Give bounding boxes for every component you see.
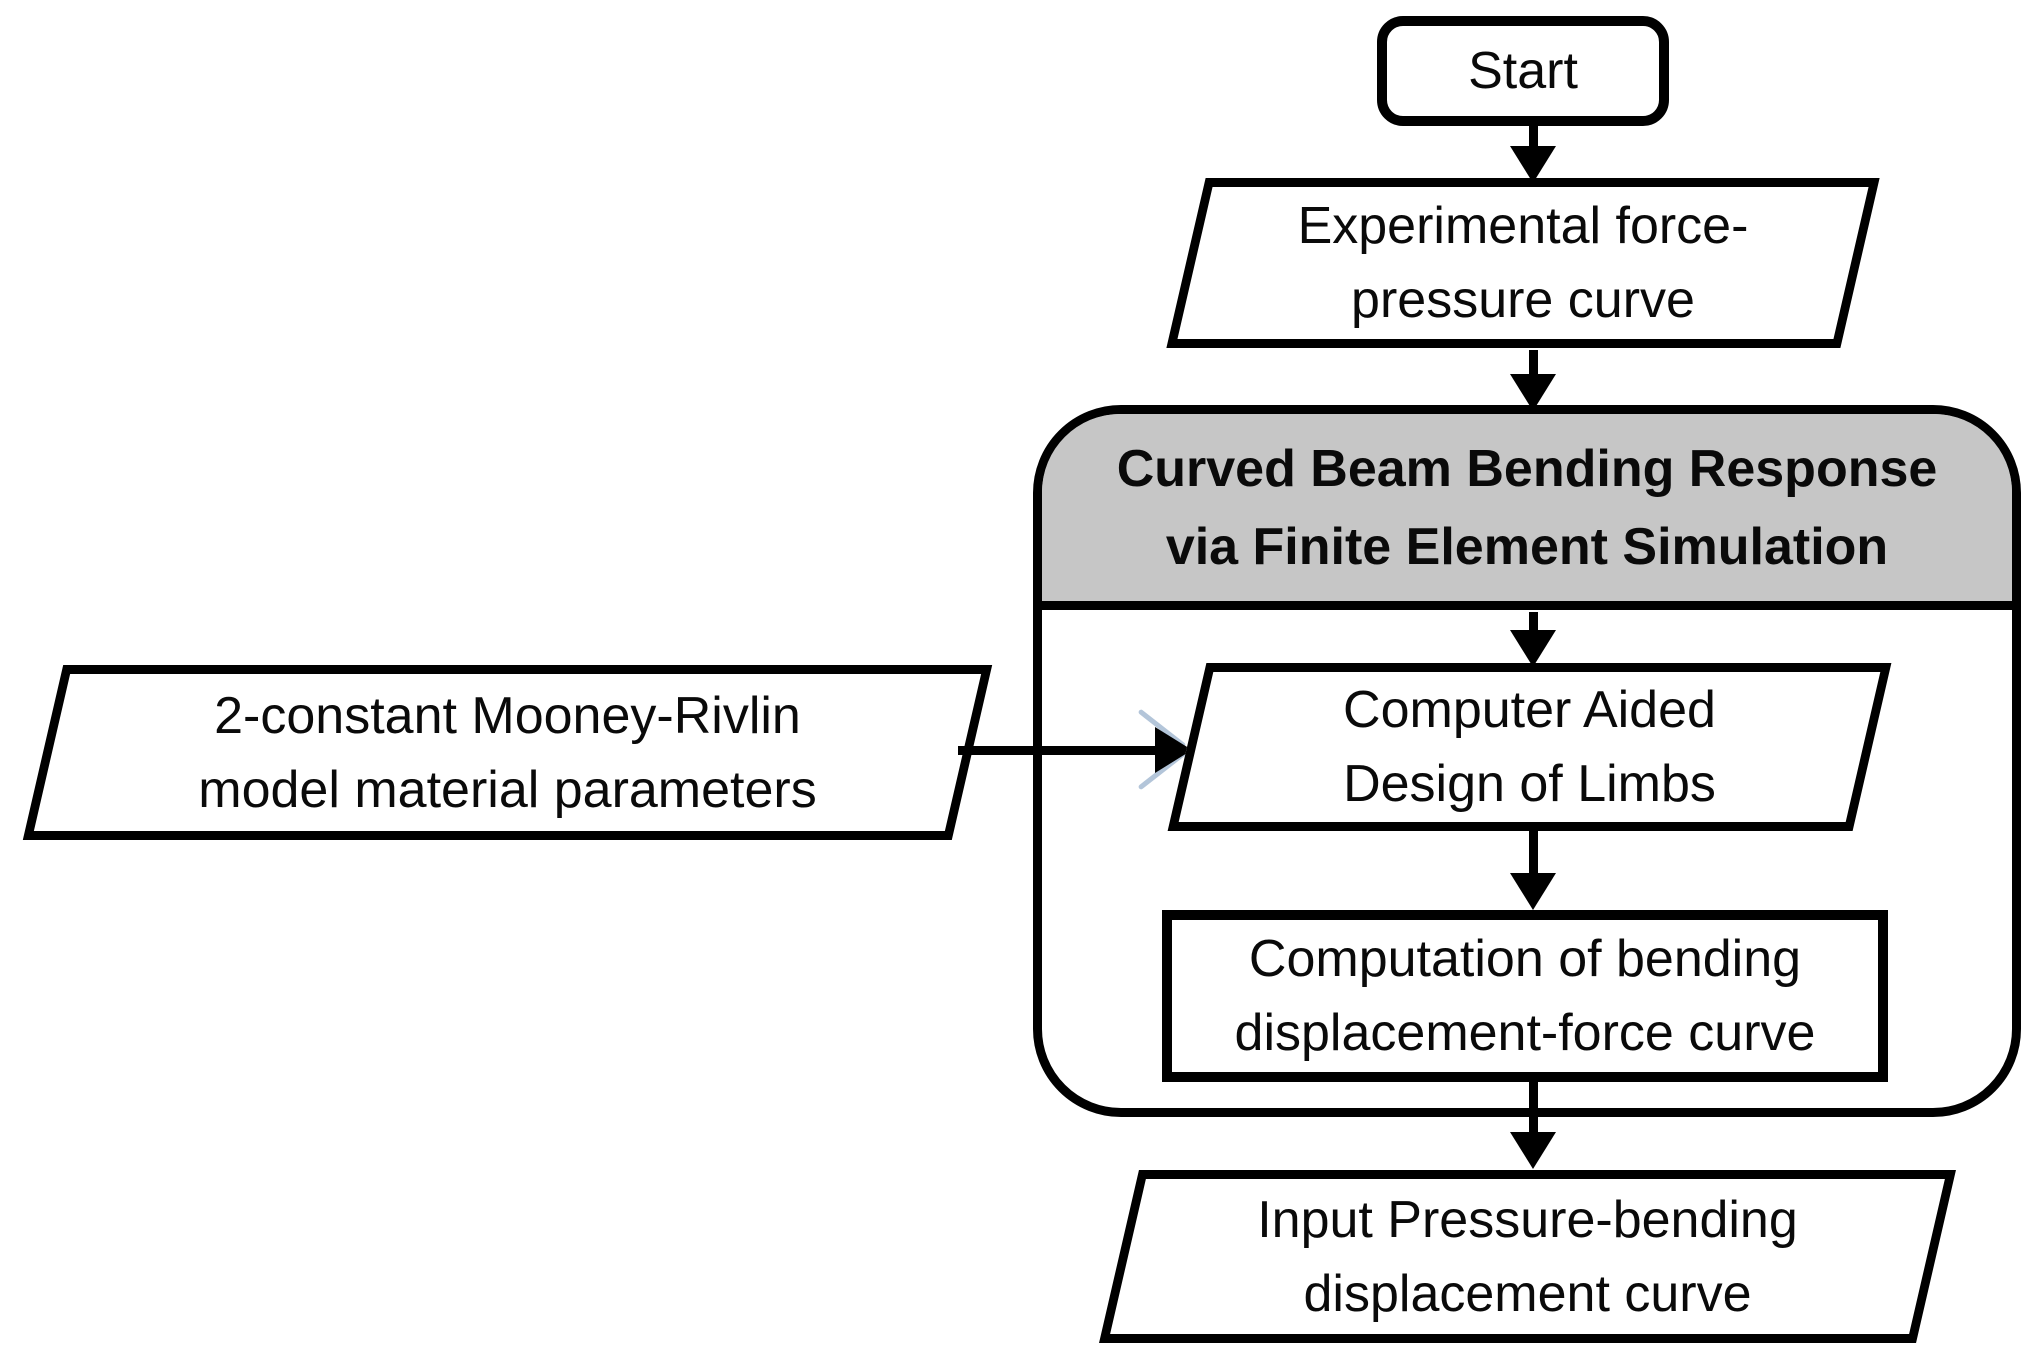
material-line2: model material parameters	[198, 760, 817, 819]
group-header-line1: Curved Beam Bending Response	[1116, 439, 1938, 498]
arrow-experimental-to-group-line	[1529, 350, 1538, 378]
computation-line1: Computation of bending	[1248, 930, 1802, 988]
arrow-experimental-to-group-head	[1510, 374, 1556, 411]
output-node: Input Pressure-bending displacement curv…	[1099, 1170, 1956, 1343]
fe-simulation-group-header: Curved Beam Bending Response via Finite …	[1042, 414, 2012, 610]
arrow-start-to-experimental-line	[1529, 124, 1538, 150]
computation-label: Computation of bending displacement-forc…	[1172, 920, 1878, 1072]
output-line1: Input Pressure-bending	[1257, 1190, 1798, 1249]
material-parameters-label: 2-constant Mooney-Rivlin model material …	[52, 674, 963, 831]
arrow-cad-to-computation-head	[1510, 873, 1556, 910]
start-label: Start	[1387, 26, 1659, 116]
cad-line1: Computer Aided	[1343, 681, 1716, 739]
group-header-line2: via Finite Element Simulation	[1165, 517, 1889, 576]
computation-line2: displacement-force curve	[1234, 1004, 1816, 1062]
arrow-header-to-cad-line	[1529, 612, 1538, 636]
material-line1: 2-constant Mooney-Rivlin	[214, 686, 801, 745]
arrow-cad-to-computation-line	[1529, 829, 1538, 877]
material-parameters-node: 2-constant Mooney-Rivlin model material …	[22, 665, 993, 840]
cad-label: Computer Aided Design of Limbs	[1196, 672, 1863, 822]
experimental-label: Experimental force- pressure curve	[1195, 187, 1851, 339]
output-line2: displacement curve	[1303, 1264, 1752, 1323]
experimental-line1: Experimental force-	[1297, 197, 1749, 255]
arrow-material-to-cad-line	[958, 746, 1160, 755]
cad-line2: Design of Limbs	[1343, 755, 1716, 813]
arrow-computation-to-output-head	[1510, 1132, 1556, 1169]
experimental-line2: pressure curve	[1351, 271, 1695, 329]
arrow-header-to-cad-head	[1510, 630, 1556, 667]
start-label-text: Start	[1468, 42, 1578, 100]
output-label: Input Pressure-bending displacement curv…	[1128, 1179, 1927, 1334]
cad-node: Computer Aided Design of Limbs	[1167, 663, 1892, 831]
arrow-start-to-experimental-head	[1510, 146, 1556, 183]
arrow-computation-to-output-line	[1529, 1082, 1538, 1136]
computation-node: Computation of bending displacement-forc…	[1162, 910, 1888, 1082]
start-node: Start	[1377, 16, 1669, 126]
experimental-node: Experimental force- pressure curve	[1166, 178, 1880, 348]
